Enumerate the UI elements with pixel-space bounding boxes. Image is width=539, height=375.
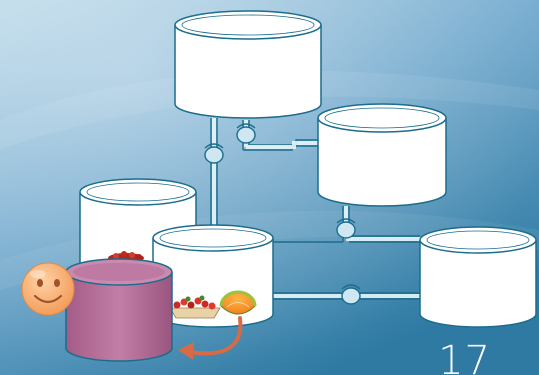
valve-1 <box>204 143 224 164</box>
background-swoosh <box>0 70 539 150</box>
database-user <box>65 258 173 362</box>
melon-slice-icon <box>219 290 257 315</box>
database-top <box>174 10 322 119</box>
page-number: 17 <box>438 338 491 375</box>
valve-4 <box>341 284 361 305</box>
smiley-face-icon <box>21 262 75 316</box>
valve-3 <box>336 218 356 239</box>
curved-arrow-icon <box>178 316 243 360</box>
valve-2 <box>236 123 256 144</box>
database-far-right <box>419 226 537 328</box>
pipe-top-to-center <box>210 118 218 226</box>
fruit-basket-icon <box>169 295 221 319</box>
database-right-middle <box>317 103 447 207</box>
